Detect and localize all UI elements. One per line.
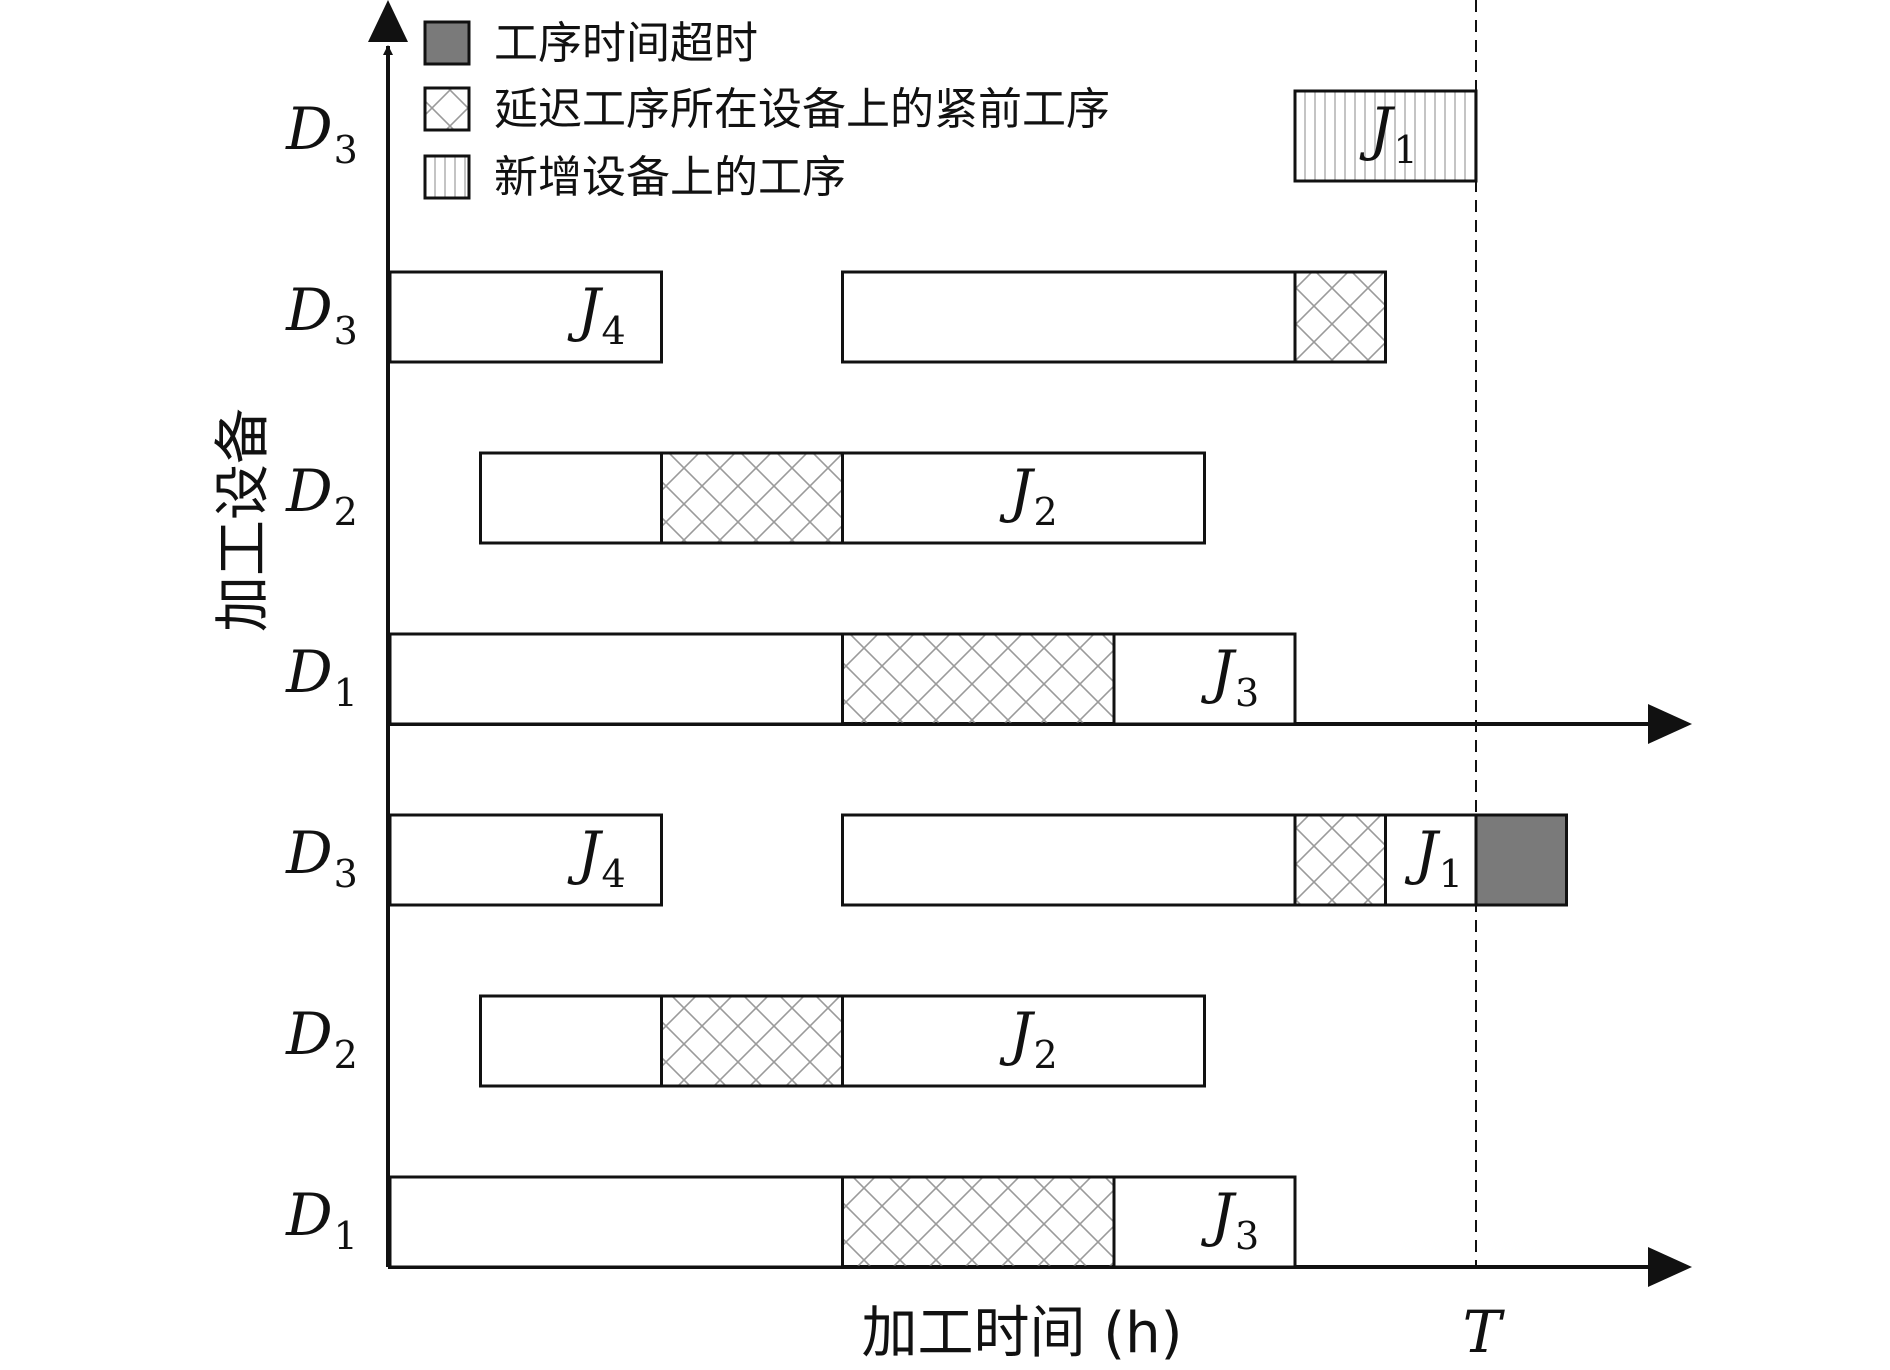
top-panel-time-axis-arrowhead <box>1648 704 1692 744</box>
top-row-label-0: D3 <box>285 95 358 172</box>
legend-swatch-crosshatch <box>423 86 471 132</box>
legend-label-overtime: 工序时间超时 <box>494 18 758 69</box>
top-bar-2-0-plain <box>479 451 663 545</box>
top-row-label-3: D1 <box>285 638 358 715</box>
top-bar-3-0-plain <box>388 632 844 726</box>
top-bar-1-2-hatch <box>1293 270 1387 364</box>
top-bar-2-2-plain <box>841 451 1206 545</box>
top-bar-0-0-new <box>1293 89 1478 183</box>
top-bar-1-1-plain <box>841 270 1297 364</box>
legend: 工序时间超时 延迟工序所在设备上的紧前工序 新增设备上的工序 <box>423 18 1110 203</box>
y-axis-arrowhead <box>368 0 408 42</box>
bottom-row-label-2: D1 <box>285 1181 358 1258</box>
deadline-label: T <box>1463 1298 1506 1366</box>
top-row-label-2: D2 <box>285 457 358 534</box>
bottom-bar-0-3-plain <box>1384 813 1478 907</box>
bottom-bar-0-0-plain <box>388 813 663 907</box>
top-bar-2-1-hatch <box>660 451 844 545</box>
top-bar-1-0-plain <box>388 270 663 364</box>
bottom-bar-2-0-plain <box>388 1175 844 1269</box>
top-row-label-1: D3 <box>285 276 358 353</box>
legend-swatch-overtime <box>423 20 471 66</box>
bottom-bar-1-2-plain <box>841 994 1206 1088</box>
legend-label-delayed-predecessor: 延迟工序所在设备上的紧前工序 <box>494 84 1110 135</box>
bottom-row-label-1: D2 <box>285 1000 358 1077</box>
top-bar-3-2-plain <box>1112 632 1297 726</box>
legend-label-new-device: 新增设备上的工序 <box>494 152 846 203</box>
bottom-row-label-0: D3 <box>285 819 358 896</box>
bottom-bar-1-0-plain <box>479 994 663 1088</box>
legend-swatch-vertical-lines <box>423 154 471 200</box>
bottom-panel-time-axis-arrowhead <box>1648 1247 1692 1287</box>
bottom-bar-0-2-hatch <box>1293 813 1387 907</box>
bottom-bar-0-1-plain <box>841 813 1297 907</box>
x-axis-title: 加工时间 (h) <box>862 1301 1183 1366</box>
bottom-bar-2-2-plain <box>1112 1175 1297 1269</box>
y-axis-title: 加工设备 <box>211 408 276 632</box>
bottom-bar-2-1-hatch <box>841 1175 1116 1269</box>
top-bar-3-1-hatch <box>841 632 1116 726</box>
bottom-bar-1-1-hatch <box>660 994 844 1088</box>
bottom-bar-0-4-overtime <box>1474 813 1568 907</box>
